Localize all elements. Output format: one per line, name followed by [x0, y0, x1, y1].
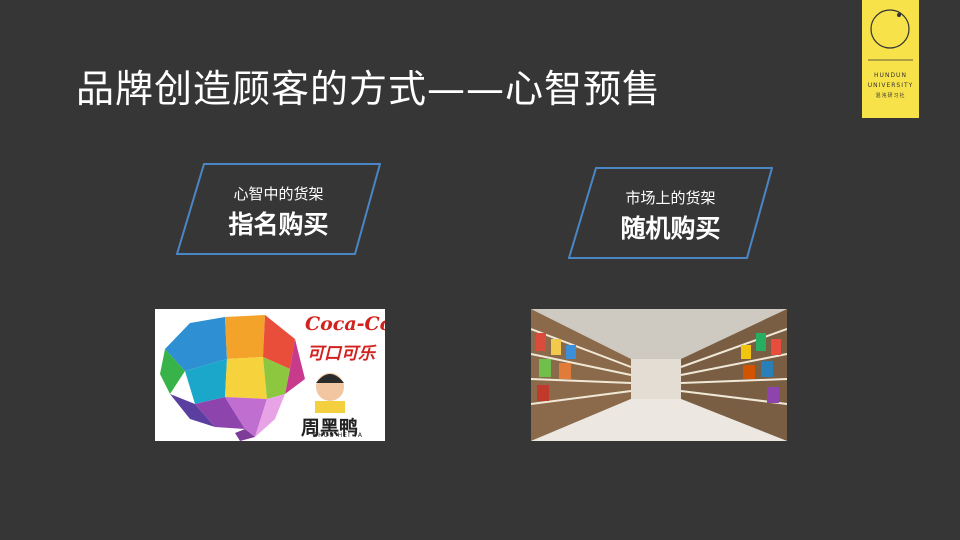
- random-purchase-label: 随机购买: [620, 214, 721, 243]
- market-shelf-box: 市场上的货架 随机购买: [568, 167, 773, 259]
- mind-shelf-label: 心智中的货架: [233, 185, 324, 203]
- zhouheiya-en-text: ZHOU HEI YA: [313, 432, 363, 439]
- logo-line-3: 混沌研习社: [875, 93, 906, 99]
- coca-cola-logo-text: Coca-Cola: [305, 313, 385, 335]
- zhouheiya-logo-text: 周黑鸭: [301, 417, 359, 439]
- brain-brands-image: Coca-Cola 可口可乐 周黑鸭 ZHOU HEI YA: [155, 309, 385, 441]
- coca-cola-cn-text: 可口可乐: [307, 344, 375, 364]
- polygon-brain-icon: [160, 315, 345, 441]
- logo-line-1: HUNDUN: [874, 72, 907, 79]
- circle-logo-icon: [868, 9, 913, 61]
- named-purchase-label: 指名购买: [228, 210, 329, 239]
- slide-title: 品牌创造顾客的方式——心智预售: [76, 67, 662, 111]
- mind-shelf-box: 心智中的货架 指名购买: [176, 163, 381, 255]
- hundun-logo: HUNDUN UNIVERSITY 混沌研习社: [862, 0, 919, 118]
- logo-line-2: UNIVERSITY: [867, 82, 914, 89]
- market-shelf-label: 市场上的货架: [625, 189, 716, 207]
- supermarket-aisle-image: [531, 309, 787, 441]
